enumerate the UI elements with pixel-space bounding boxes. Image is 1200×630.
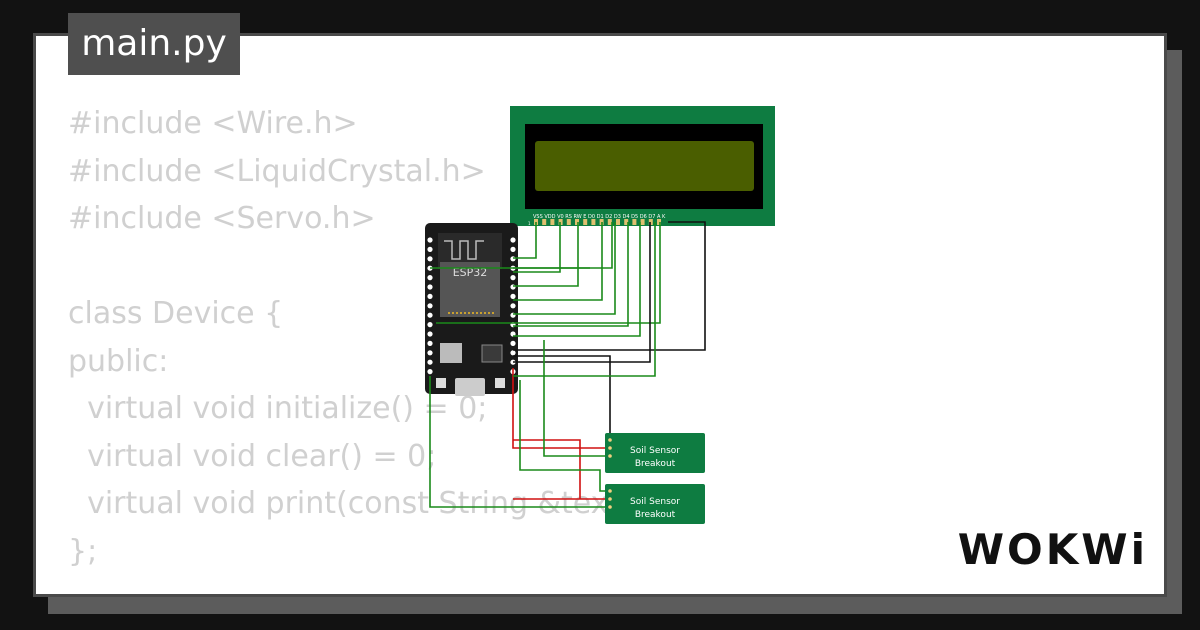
wires <box>429 221 706 508</box>
usb-connector <box>455 378 485 396</box>
code-line: virtual void clear() = 0; <box>68 438 437 474</box>
pin-hole <box>427 359 433 365</box>
pin-hole <box>427 275 433 281</box>
wire <box>436 222 661 324</box>
wroom-module <box>440 262 500 317</box>
pin-hole <box>427 331 433 337</box>
pin-hole <box>427 256 433 262</box>
sensor-name: Soil Sensor <box>630 446 680 456</box>
sensor-name: Soil Sensor <box>630 497 680 507</box>
lcd-screen <box>535 141 754 191</box>
sensor-name-line2: Breakout <box>635 459 676 469</box>
file-name-tab: main.py <box>68 13 240 75</box>
pin-hole <box>427 369 433 375</box>
wire <box>513 222 651 363</box>
wire <box>512 368 610 449</box>
wire <box>513 222 613 269</box>
code-line: #include <Wire.h> <box>68 106 358 141</box>
sensor-pin <box>608 438 612 442</box>
wire <box>513 221 706 351</box>
wokwi-logo: WOKWi <box>957 525 1148 574</box>
wire <box>513 439 581 499</box>
lcd-pin <box>542 219 547 225</box>
usb-uart-chip <box>481 344 503 363</box>
pin-hole <box>427 340 433 346</box>
wire <box>513 222 561 273</box>
wire <box>513 222 616 315</box>
code-line: #include <LiquidCrystal.h> <box>68 153 486 189</box>
pin-hole <box>510 303 516 309</box>
sensor-pin <box>608 446 612 450</box>
pin-hole <box>510 284 516 290</box>
code-line: #include <Servo.h> <box>68 201 376 236</box>
sensor-name-line2: Breakout <box>635 510 676 520</box>
sensor-pin <box>608 497 612 501</box>
pin-hole <box>427 303 433 309</box>
lcd-pin <box>566 219 571 225</box>
code-preview: #include <Wire.h> #include <LiquidCrysta… <box>68 100 620 575</box>
wire <box>513 222 603 301</box>
lcd-pin-labels: VSS VDD V0 RS RW E D0 D1 D2 D3 D4 D5 D6 … <box>533 214 666 220</box>
esp32-label: ESP32 <box>453 266 488 279</box>
pin-hole <box>510 293 516 299</box>
pin-hole <box>427 312 433 318</box>
lcd-pin <box>550 219 555 225</box>
lcd-pin <box>607 219 612 225</box>
wire <box>519 380 610 492</box>
code-line: public: <box>68 343 169 379</box>
wire <box>513 222 629 327</box>
wire <box>543 340 610 457</box>
reset-button[interactable] <box>495 378 505 388</box>
code-line: virtual void print(const String &text <box>68 486 621 521</box>
lcd-pin <box>575 219 579 225</box>
wire <box>513 222 656 377</box>
sensor-pin <box>608 454 612 458</box>
lcd-pin <box>583 219 588 225</box>
pin-hole <box>510 246 516 252</box>
sensor-board <box>605 484 705 524</box>
sensor-board <box>605 433 705 473</box>
pin-hole <box>427 350 433 356</box>
lcd-pin <box>616 219 620 225</box>
soil-sensor-1[interactable]: Soil Sensor Breakout <box>605 433 705 473</box>
lcd-pin <box>632 219 637 225</box>
pin-hole <box>427 322 433 328</box>
sensor-pin <box>608 505 612 509</box>
soil-sensor-2[interactable]: Soil Sensor Breakout <box>605 484 705 524</box>
wire <box>429 376 610 508</box>
pin-hole <box>427 246 433 252</box>
code-line: class Device { <box>68 296 284 331</box>
lcd-pin <box>624 219 629 225</box>
esp32-pin-holes <box>427 237 516 375</box>
lcd-pin-one-label: 1 <box>528 221 531 226</box>
lcd-pin <box>591 219 596 225</box>
boot-button[interactable] <box>436 378 446 388</box>
wire <box>513 222 641 337</box>
pin-hole <box>427 293 433 299</box>
lcd-pin <box>640 219 645 225</box>
sensor-pin <box>608 489 612 493</box>
voltage-regulator <box>440 343 462 363</box>
pin-hole <box>427 284 433 290</box>
esp32-board[interactable]: ESP32 <box>425 223 518 396</box>
pin-hole <box>427 237 433 243</box>
pin-hole <box>510 340 516 346</box>
wire <box>513 222 537 259</box>
code-line: }; <box>68 533 98 569</box>
lcd-pin <box>657 219 661 225</box>
code-line: virtual void initialize() = 0; <box>68 391 488 426</box>
wire <box>513 355 611 440</box>
wire <box>513 222 579 287</box>
pin-hole <box>510 350 516 356</box>
lcd-display[interactable]: VSS VDD V0 RS RW E D0 D1 D2 D3 D4 D5 D6 … <box>510 106 775 226</box>
antenna-trace <box>444 240 484 260</box>
pin-hole <box>510 275 516 281</box>
pin-hole <box>510 237 516 243</box>
